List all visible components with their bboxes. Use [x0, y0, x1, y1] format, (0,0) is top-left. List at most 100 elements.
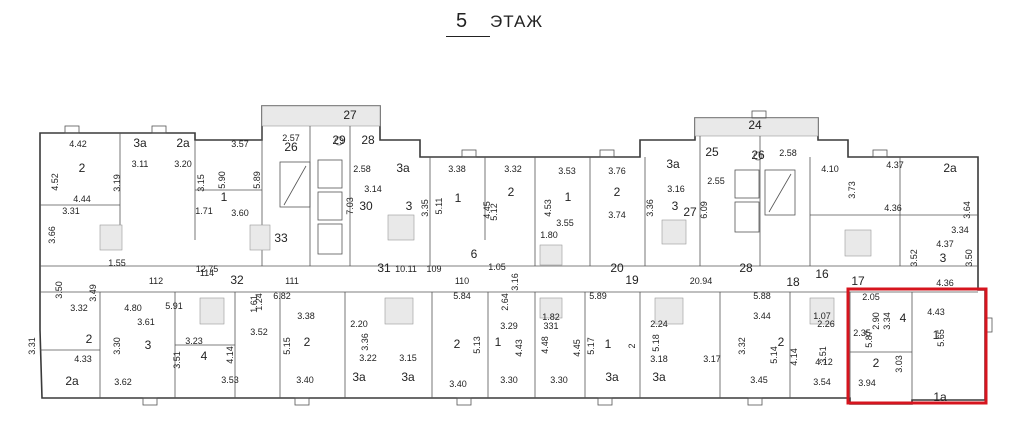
room-label: 2.90: [871, 312, 881, 330]
room-label: 3а: [396, 161, 410, 175]
room-label: 5.88: [753, 291, 771, 301]
highlighted-apartment-frame[interactable]: [846, 287, 988, 405]
room-label: 3.51: [818, 346, 828, 364]
room-label: 109: [426, 264, 441, 274]
room-label: 5.89: [252, 171, 262, 189]
room-label: 4.37: [886, 160, 904, 170]
floor-label: ЭТАЖ: [490, 12, 544, 31]
room-label: 2: [454, 337, 461, 351]
room-label: 2.35: [853, 328, 871, 338]
building-walls: [39, 105, 993, 406]
room-label: 1.61: [249, 295, 259, 313]
room-label: 4.48: [540, 336, 550, 354]
room-label: 3.30: [112, 337, 122, 355]
room-label: 3.20: [174, 159, 192, 169]
room-label: 30: [359, 199, 373, 213]
room-label: 3.36: [360, 333, 370, 351]
room-label: 5.11: [434, 198, 444, 215]
room-label: 3: [406, 199, 413, 213]
room-label: 3.31: [27, 337, 37, 355]
room-label: 33: [274, 231, 288, 245]
room-label: 3.14: [364, 184, 382, 194]
room-label: 1: [221, 190, 228, 204]
floor-number: 5: [456, 10, 468, 32]
room-label: 3.32: [737, 337, 747, 355]
room-label: 3а: [401, 370, 415, 384]
room-label: 3.66: [47, 226, 57, 244]
room-label: 3.45: [750, 375, 768, 385]
room-label: 3.15: [196, 174, 206, 192]
room-label: 5.87: [864, 330, 874, 348]
room-label: 3.52: [250, 327, 268, 337]
room-label: 27: [343, 108, 357, 122]
room-label: 4.44: [73, 194, 91, 204]
room-label: 32: [230, 273, 244, 287]
room-label: 2.58: [779, 148, 797, 158]
room-label: 112: [149, 276, 163, 286]
room-label: 4: [900, 311, 907, 325]
room-label: 3.38: [297, 311, 315, 321]
room-label: 10.11: [395, 264, 417, 274]
room-label: 2.24: [650, 319, 668, 329]
room-label: 2.57: [282, 133, 300, 143]
room-label: 3: [940, 251, 947, 265]
room-label: 1.05: [488, 262, 506, 272]
room-label: 17: [851, 274, 865, 288]
room-label: 2: [508, 185, 515, 199]
room-label: 5.90: [217, 171, 227, 189]
room-label: 6: [471, 247, 478, 261]
room-label: 5.65: [936, 329, 946, 347]
room-label: 4.45: [482, 201, 492, 219]
room-label: 2: [79, 161, 86, 175]
room-label: 5.91: [165, 301, 183, 311]
room-label: 1.55: [108, 258, 126, 268]
room-label: 24: [748, 118, 762, 132]
room-label: 5.89: [589, 291, 607, 301]
room-label: 20: [610, 261, 624, 275]
room-label: 1.24: [254, 293, 264, 311]
room-label: 3.53: [558, 166, 576, 176]
room-label: 3.64: [962, 201, 972, 219]
room-label: 2а: [65, 374, 79, 388]
room-label: 5.12: [489, 203, 499, 221]
room-label: 4: [201, 349, 208, 363]
room-label: 1.07: [813, 311, 831, 321]
room-label: 4.43: [927, 307, 945, 317]
room-label: 1: [565, 190, 572, 204]
room-label: 5.17: [586, 337, 596, 355]
room-label: 3.16: [667, 184, 685, 194]
room-label: 6.82: [273, 291, 291, 301]
room-label: 3.19: [112, 174, 122, 192]
room-label: 2.55: [707, 176, 725, 186]
room-label: 3.15: [399, 353, 417, 363]
room-label: 3.16: [510, 273, 520, 291]
room-label: 3.40: [449, 379, 467, 389]
room-label: 3.31: [62, 206, 80, 216]
room-label: 3.34: [882, 312, 892, 330]
room-label: 114: [200, 268, 214, 278]
room-label: 19: [625, 273, 639, 287]
room-label: 4.37: [936, 239, 954, 249]
room-label: 3.57: [231, 139, 249, 149]
room-label: 4.53: [543, 199, 553, 217]
room-label: 2.64: [500, 293, 510, 311]
room-label: 2а: [943, 161, 957, 175]
room-label: 4.14: [225, 346, 235, 364]
room-label: 4.14: [789, 348, 799, 366]
room-label: 3.62: [114, 377, 132, 387]
room-label: 3.55: [556, 218, 574, 228]
room-label: 5.18: [651, 334, 661, 352]
floor-number-underline: [446, 36, 490, 37]
room-label: 2.58: [353, 164, 371, 174]
room-label: 2.20: [350, 319, 368, 329]
room-label: 2: [627, 343, 637, 348]
room-label: 7.03: [345, 197, 355, 215]
room-label: 1.82: [542, 312, 560, 322]
room-label: 4.36: [936, 278, 954, 288]
room-label: 1.80: [540, 230, 558, 240]
room-label: 3.03: [894, 355, 904, 373]
room-label: 2а: [176, 136, 190, 150]
room-label: 6.09: [699, 201, 709, 219]
floor-title: 5 ЭТАЖ: [0, 8, 1023, 38]
